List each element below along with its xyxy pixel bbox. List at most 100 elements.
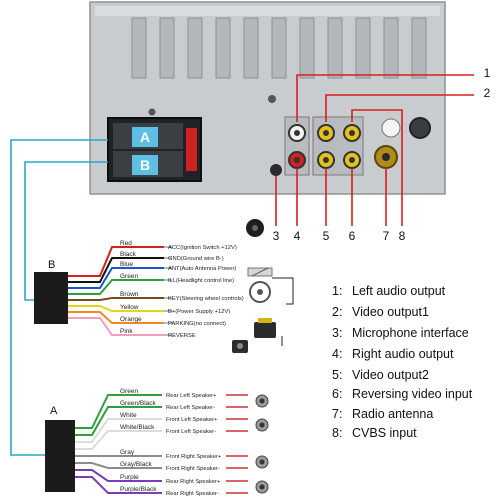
harness-a-wire: [75, 476, 162, 494]
harness-b-wire: [68, 246, 164, 277]
screw-icon: [268, 95, 276, 103]
legend-item-1: 1:Left audio output: [332, 284, 446, 298]
harness-a-wire-label: Front Left Speaker+: [166, 417, 218, 423]
cooling-fin: [215, 17, 231, 79]
harness-a-wire-label: Front Left Speaker-: [166, 429, 216, 435]
cooling-fin: [383, 17, 399, 79]
harness-a-wire: [75, 418, 162, 443]
harness-b-wire: [68, 317, 164, 336]
reverse-camera-icon: [232, 340, 248, 353]
harness-a-wire-color: Gray: [120, 449, 135, 456]
harness-a-wire-label: Rear Right Speaker+: [166, 479, 221, 485]
harness-a-wire-label: Front Right Speaker+: [166, 454, 222, 460]
connector-a-tag: [132, 127, 158, 147]
steering-control-leads: [272, 277, 294, 346]
callout-5: 5: [323, 229, 330, 243]
cooling-fins: [131, 17, 427, 79]
certification-sticker: [381, 118, 401, 138]
callout-1: 1: [484, 66, 491, 80]
harness-b-wire-label: ANT(Auto Antenna Power): [168, 266, 236, 272]
callout-2: 2: [484, 86, 491, 100]
mounting-bolt-hole: [409, 117, 431, 139]
harness-a-plug: [45, 420, 75, 492]
callout-4: 4: [294, 229, 301, 243]
connector-b-tag: [132, 155, 158, 175]
callout-7: 7: [383, 229, 390, 243]
cooling-fin: [327, 17, 343, 79]
harness-a-wire-label: Rear Left Speaker+: [166, 393, 217, 399]
harness-b-wire: [68, 267, 164, 289]
legend-item-2: 2:Video output1: [332, 305, 429, 319]
cooling-fin: [271, 17, 287, 79]
harness-b-wire: [68, 305, 164, 312]
harness-a-wire-label: Rear Right Speaker-: [166, 491, 219, 497]
cooling-fin: [187, 17, 203, 79]
steering-wheel-icon: [249, 281, 271, 303]
harness-a-wire-color: Purple/Black: [120, 486, 157, 493]
harness-a-wire-color: Green: [120, 388, 138, 395]
harness-b-wire-color: Red: [120, 240, 132, 247]
harness-b-wire-color: Pink: [120, 328, 133, 335]
callout-6: 6: [349, 229, 356, 243]
callout-lines: [275, 74, 474, 226]
cooling-fin: [131, 17, 147, 79]
harness-b-wire: [68, 297, 164, 301]
harness-b-wire-label: PARKING(no connect): [168, 321, 226, 327]
harness-b-wire-color: Black: [120, 251, 137, 258]
harness-a-wire: [75, 430, 162, 450]
harness-b-wire-label: GND(Ground wire B-): [168, 256, 224, 262]
harness-b-wire: [68, 311, 164, 324]
harness-a-wire: [75, 406, 162, 436]
legend-item-4: 4:Right audio output: [332, 347, 454, 361]
fuse-icon: [186, 128, 197, 171]
harness-a-wire: [75, 462, 162, 469]
connector-b-label: B: [140, 157, 150, 173]
harness-a-wire-color: White/Black: [120, 424, 155, 431]
rca-jack-group: [284, 116, 364, 176]
harness-b-plug: [34, 272, 68, 324]
cooling-fin: [159, 17, 175, 79]
legend-item-8: 8:CVBS input: [332, 426, 417, 440]
harness-b-wire: [68, 279, 164, 295]
harness-b-wire-color: Orange: [120, 316, 142, 323]
harness-b-wire-color: Green: [120, 273, 138, 280]
harness-a-wire-color: Green/Black: [120, 400, 157, 407]
legend-item-5: 5:Video output2: [332, 368, 429, 382]
harness-b-label: B: [48, 259, 55, 271]
harness-b-wire-color: Brown: [120, 291, 139, 298]
harness-a-wire: [75, 394, 162, 429]
callout-numbers: 1 2 3 4 5 6 7 8: [273, 66, 491, 243]
harness-a-wire-color: Gray/Black: [120, 461, 153, 468]
harness-routing-lines: [10, 139, 108, 456]
panel-top-lip: [95, 6, 440, 16]
harness-b-wire-label: REVERSE: [168, 333, 196, 339]
harness-a-wire-color: White: [120, 412, 137, 419]
connector-a-label: A: [140, 129, 150, 145]
cooling-fin: [411, 17, 427, 79]
harness-b-wire-label: ACC(Ignition Switch +12V): [168, 245, 237, 251]
cooling-fin: [299, 17, 315, 79]
harness-b-wire-label: ILL(Headlight control line): [168, 278, 234, 284]
microphone-jack: [270, 164, 282, 176]
harness-b-wire-color: Blue: [120, 261, 133, 268]
cooling-fin: [243, 17, 259, 79]
relay-icon: [254, 318, 276, 338]
callout-3: 3: [273, 229, 280, 243]
harness-b-wire-label: B+(Power Supply +12V): [168, 309, 230, 315]
harness-a-label: A: [50, 405, 58, 417]
harness-b-wire-label: KEY(Steering wheel controls): [168, 296, 244, 302]
harness-a-wire: [75, 469, 162, 482]
harness-b-wire-color: Yellow: [120, 304, 139, 311]
cooling-fin: [355, 17, 371, 79]
callout-8: 8: [399, 229, 406, 243]
antenna-icon: [247, 267, 273, 277]
legend-item-7: 7:Radio antenna: [332, 407, 434, 421]
legend-item-6: 6:Reversing video input: [332, 387, 473, 401]
harness-a-wire-label: Front Right Speaker-: [166, 466, 220, 472]
harness-a-wire-label: Rear Left Speaker-: [166, 405, 215, 411]
harness-a-wire-color: Purple: [120, 474, 139, 481]
legend-item-3: 3:Microphone interface: [332, 326, 469, 340]
